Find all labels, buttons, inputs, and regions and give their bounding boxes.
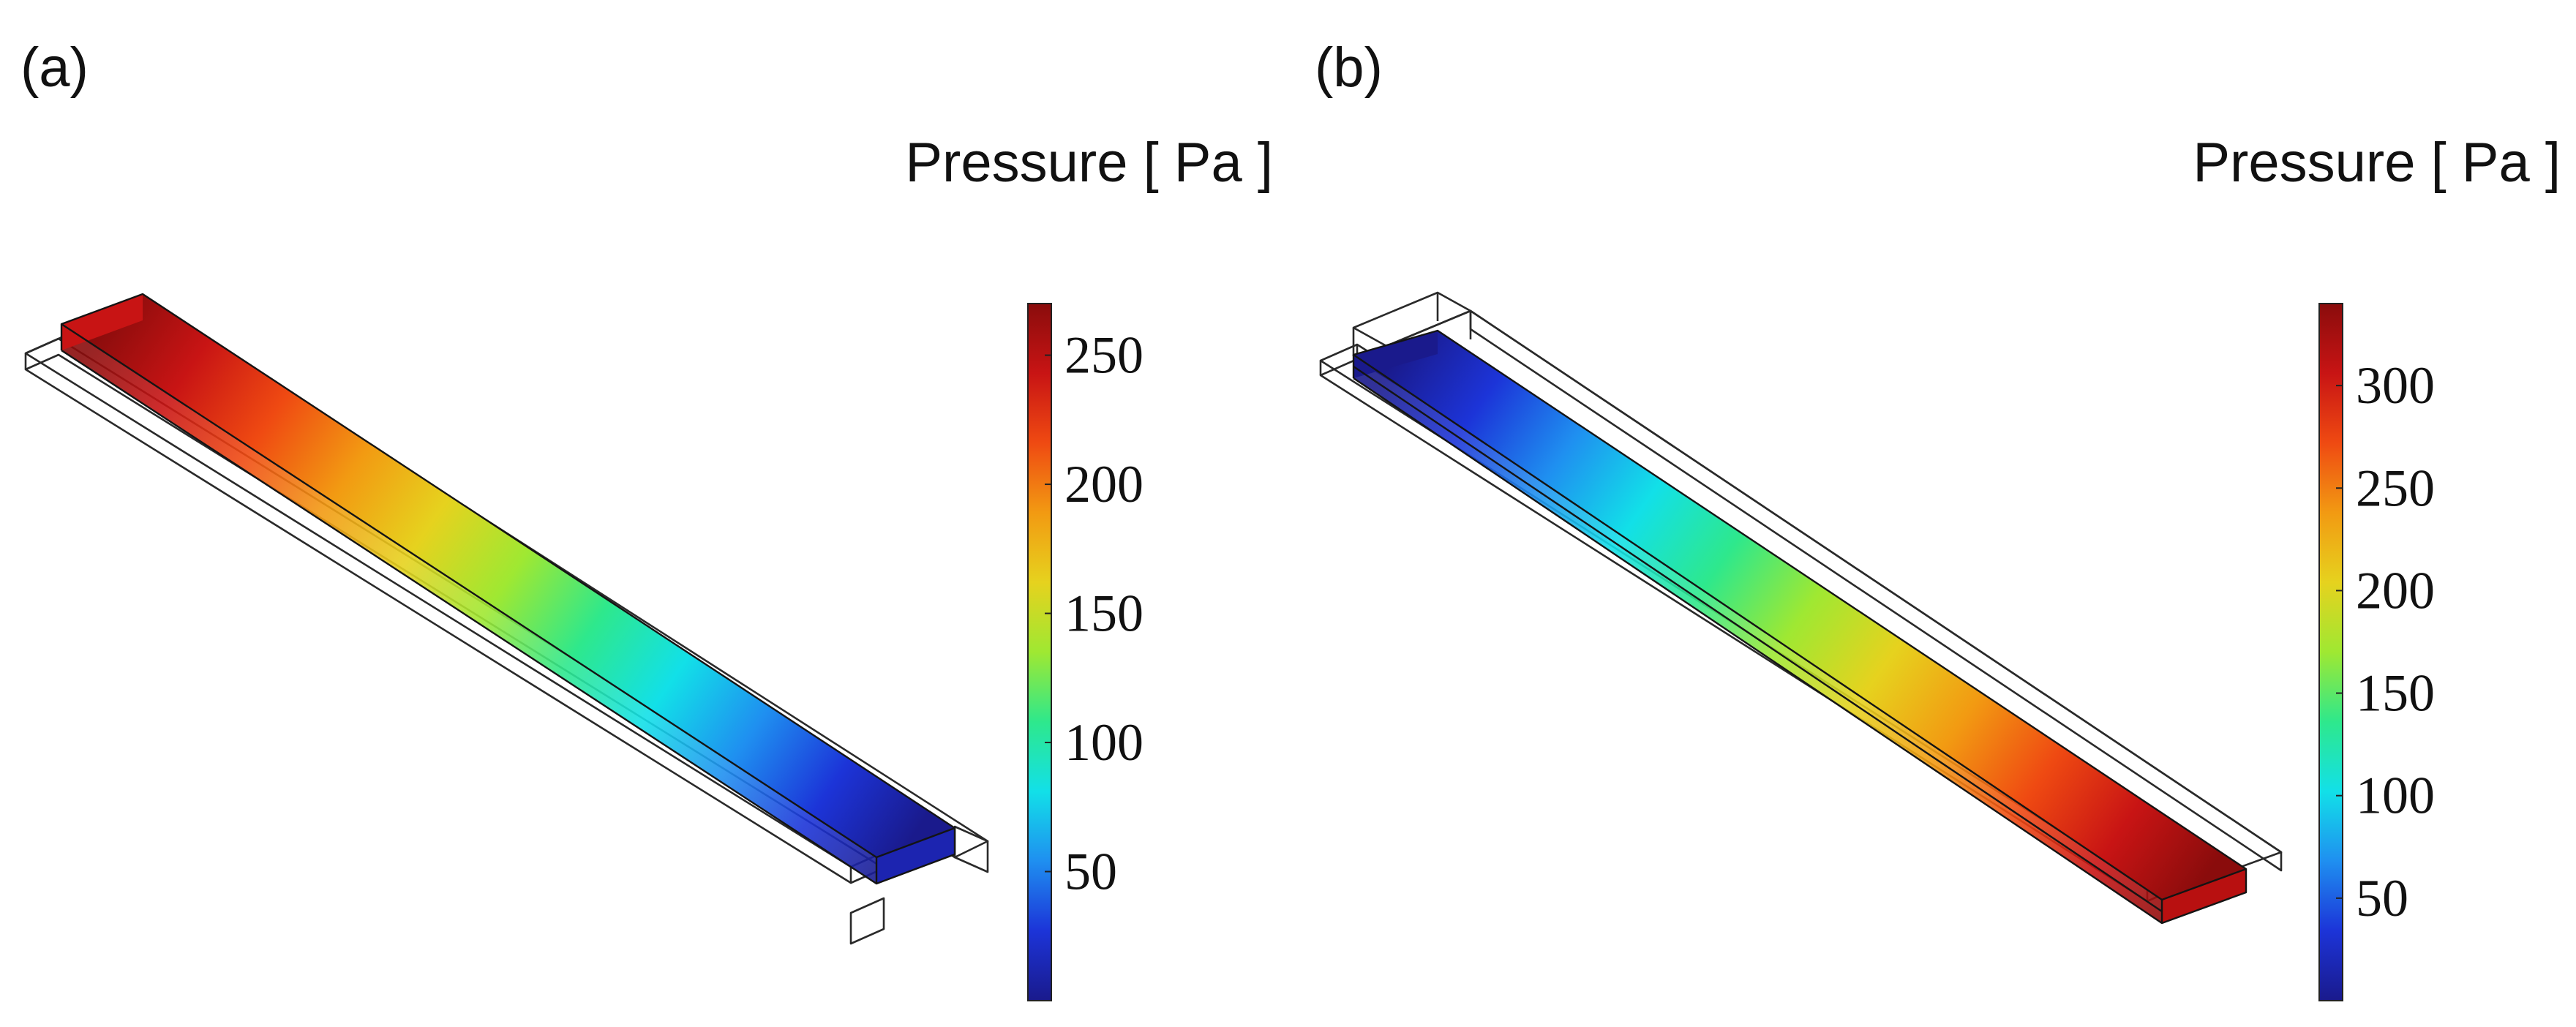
colorbar-tick-label: 50 [2356,869,2408,928]
bar-b-end-face-right [2162,869,2246,923]
colorbar-tick-label: 100 [1064,713,1144,772]
bar-b-top-face [1353,331,2246,900]
panel-label-a: (a) [20,37,89,99]
colorbar-tick-label: 100 [2356,767,2435,825]
bar-a-end-face-right [876,828,955,884]
colorbar-title-a: Pressure [ Pa ] [905,132,1273,194]
colorbar-a: 50 100 150 200 250 [1027,303,1144,1001]
colorbar-title-b: Pressure [ Pa ] [2193,132,2561,194]
colorbar-tick-label: 200 [1064,455,1144,514]
bar-a-top-face [61,294,955,857]
bar-a-side-face [61,324,876,884]
colorbar-tick-label: 250 [1064,326,1144,385]
pressure-bar-b [1352,329,2248,925]
panel-a: (a) Pressure [ Pa ] 50 100 150 [20,37,1273,1001]
colorbar-tick-label: 200 [2356,561,2435,620]
colorbar-b: 50 100 150 200 250 300 [2318,303,2435,1001]
colorbar-gradient [1027,303,1052,1001]
colorbar-tick-label: 50 [1064,843,1117,901]
panel-b: (b) Pressure [ Pa ] [1315,37,2561,1001]
pressure-bar-a [60,293,956,885]
colorbar-tick-label: 300 [2356,356,2435,415]
colorbar-tick-label: 150 [1064,584,1144,643]
bar-b-end-face-left [1353,331,1438,378]
colorbar-gradient [2318,303,2343,1001]
colorbar-tick-label: 250 [2356,459,2435,517]
colorbar-tick-label: 150 [2356,664,2435,723]
panel-label-b: (b) [1315,37,1383,99]
